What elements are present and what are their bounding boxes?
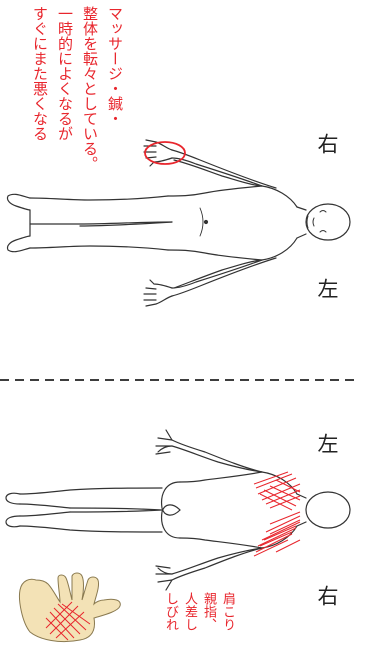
front-body-figure	[7, 140, 350, 306]
back-body-figure	[6, 430, 350, 590]
back-head-outline	[306, 492, 350, 528]
palm-illustration	[19, 573, 120, 642]
